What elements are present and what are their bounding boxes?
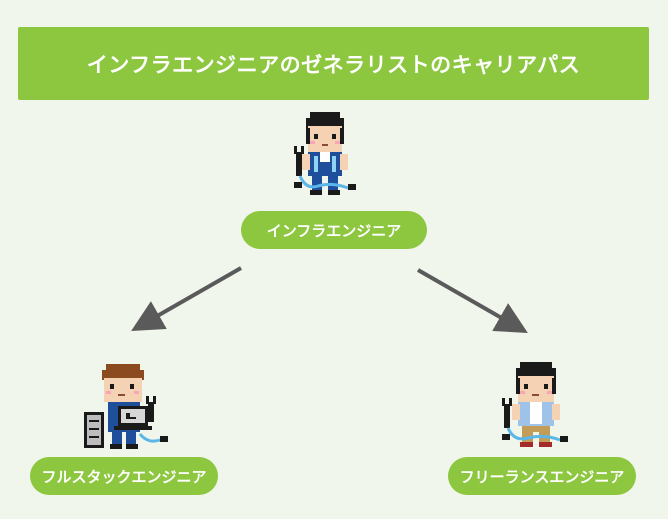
engineer-with-wrench-icon: [294, 112, 356, 195]
diagram-title-banner: インフラエンジニアのゼネラリストのキャリアパス: [18, 27, 649, 100]
node-freelance-engineer-label: フリーランスエンジニア: [459, 467, 625, 486]
diagram-title: インフラエンジニアのゼネラリストのキャリアパス: [86, 52, 581, 77]
engineer-with-wrench-icon: [502, 362, 568, 447]
node-fullstack-engineer-label: フルスタックエンジニア: [41, 467, 207, 486]
node-fullstack-engineer: フルスタックエンジニア: [30, 457, 218, 495]
node-infra-engineer: インフラエンジニア: [241, 211, 427, 249]
node-freelance-engineer: フリーランスエンジニア: [448, 457, 636, 495]
node-infra-engineer-label: インフラエンジニア: [266, 221, 402, 240]
engineer-with-laptop-and-server-icon: [84, 364, 168, 449]
arrow-to-fullstack: [131, 266, 242, 331]
arrow-to-freelance: [417, 268, 528, 333]
